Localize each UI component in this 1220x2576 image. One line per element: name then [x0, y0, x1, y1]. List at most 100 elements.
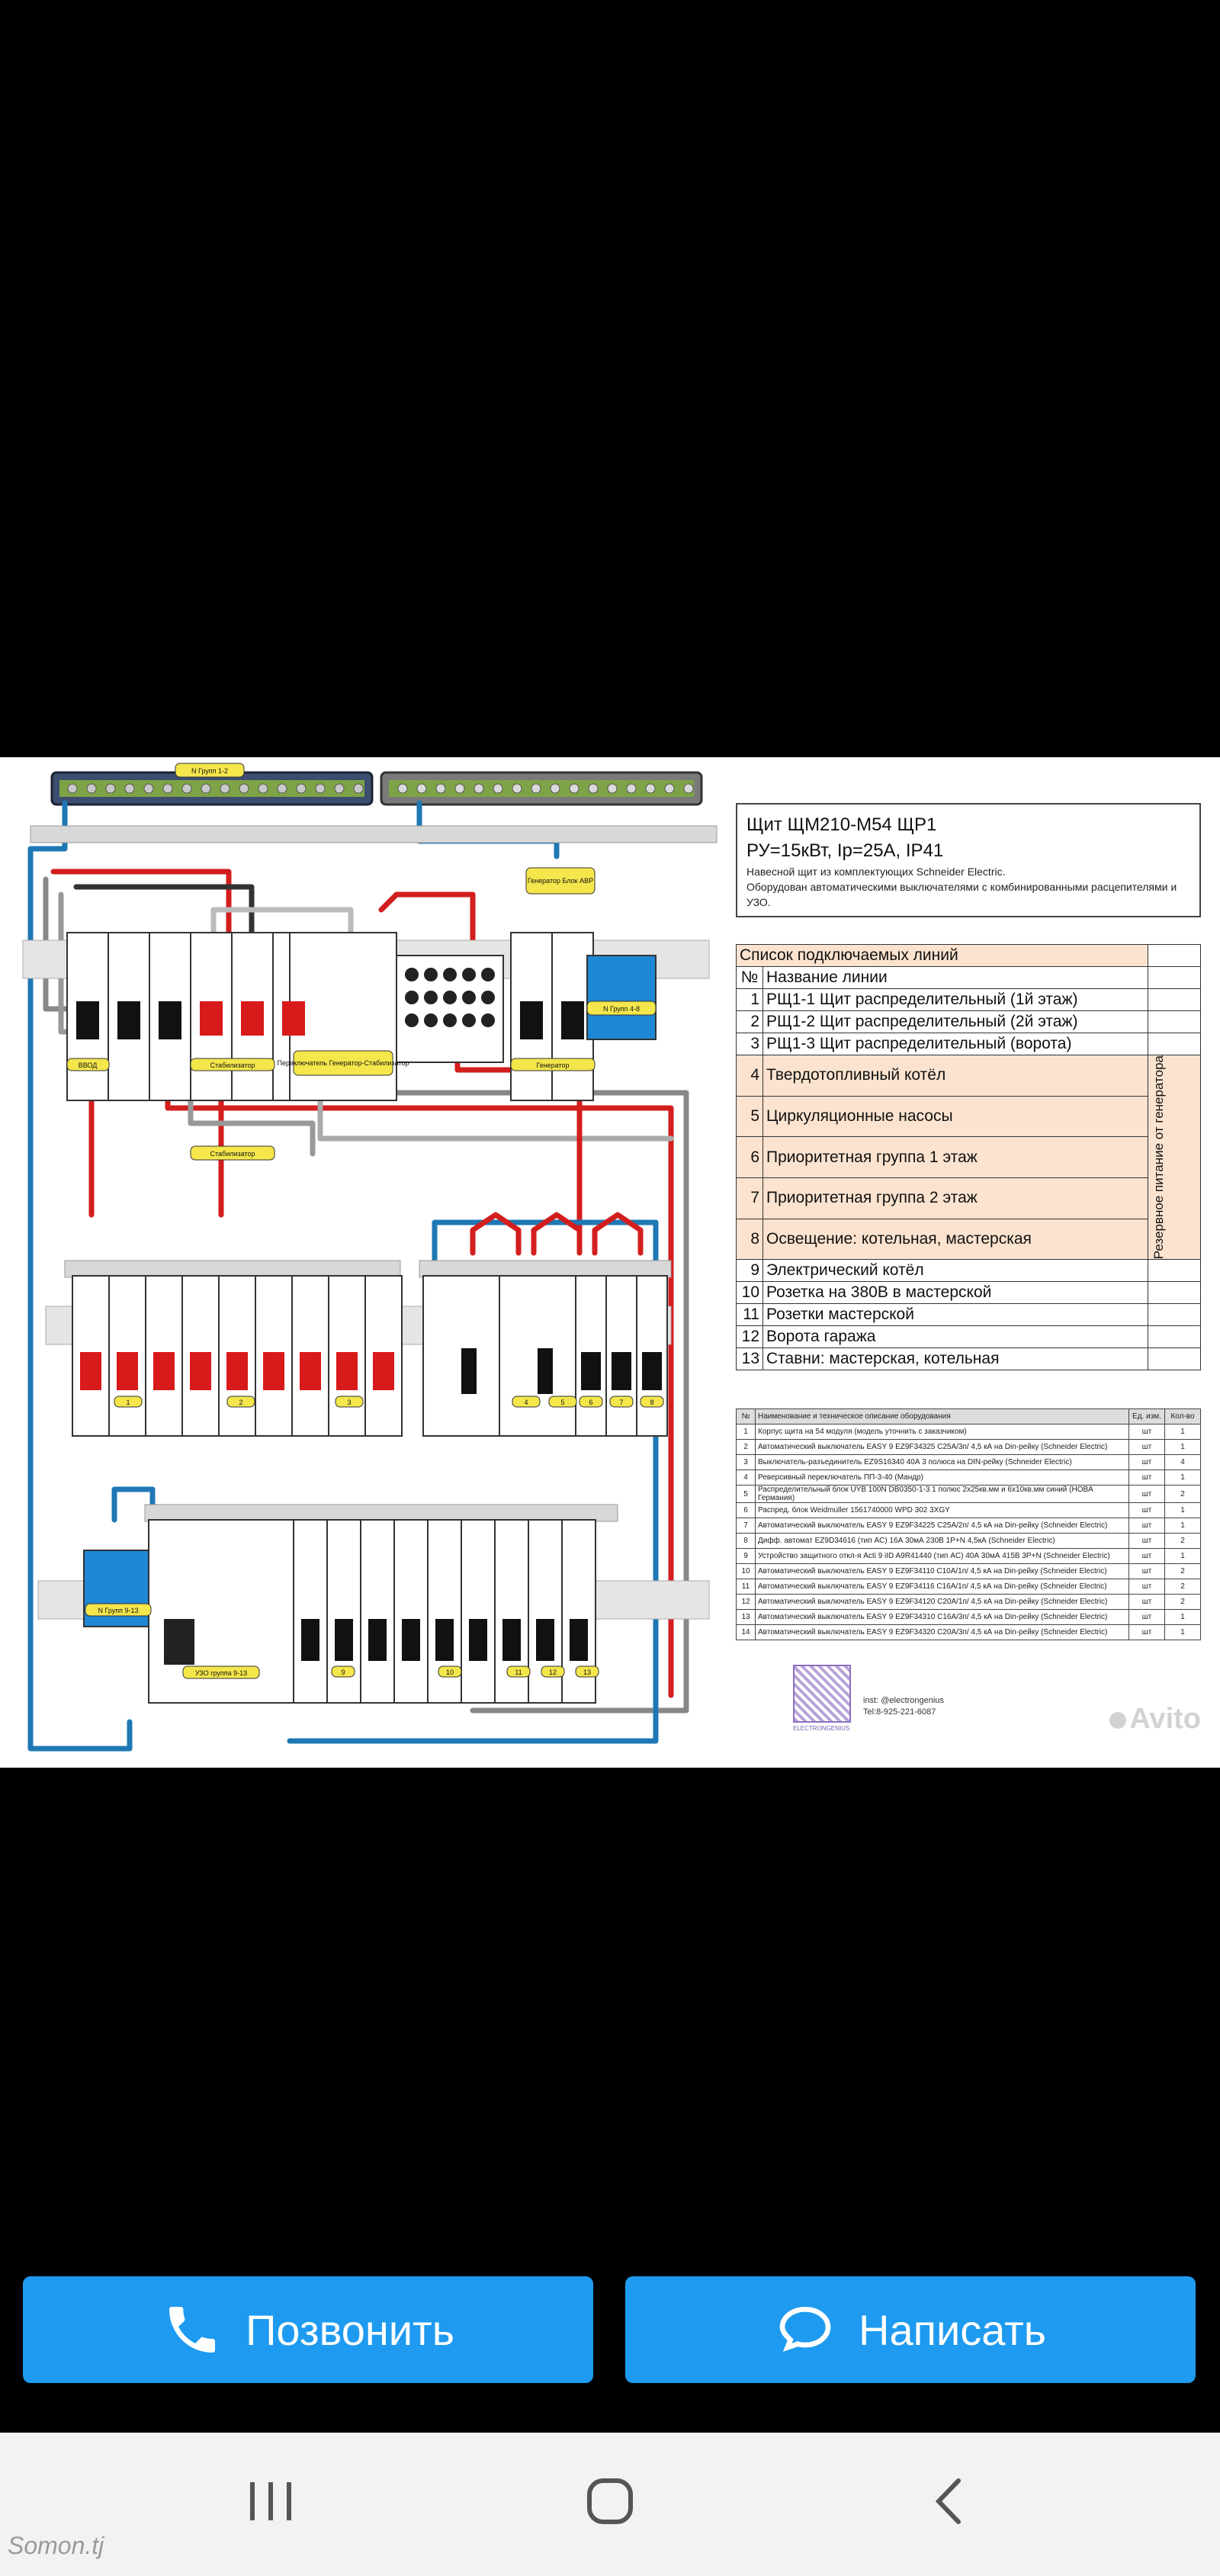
equip-qty: 1 [1164, 1439, 1201, 1456]
line-number: 7 [736, 1177, 763, 1219]
write-button[interactable]: Написать [625, 2276, 1196, 2383]
title-box: Щит ЩМ210-М54 ЩР1 РУ=15кВт, Iр=25А, IP41… [736, 803, 1201, 917]
equip-qty: 1 [1164, 1469, 1201, 1486]
info-panel: Щит ЩМ210-М54 ЩР1 РУ=15кВт, Iр=25А, IP41… [736, 803, 1201, 1641]
equip-name: Корпус щита на 54 модуля (модель уточнит… [755, 1424, 1129, 1441]
equip-col-num: № [736, 1408, 756, 1425]
system-nav-bar [0, 2433, 1220, 2576]
panel-title: Щит ЩМ210-М54 ЩР1 [746, 814, 937, 835]
row2-num-2: 2 [239, 1399, 242, 1406]
label-vvod: ВВОД [79, 1062, 98, 1069]
call-button-label: Позвонить [246, 2305, 454, 2354]
equip-name: Реверсивный переключатель ПП-3-40 (Мандр… [755, 1469, 1129, 1486]
recent-apps-button[interactable] [236, 2467, 305, 2536]
breaker-row-1: ВВОД Стабилизатор Переключатель Генерато… [22, 825, 718, 1161]
equip-unit: шт [1128, 1563, 1165, 1580]
line-number: 13 [736, 1347, 763, 1371]
chat-icon [779, 2306, 831, 2352]
panel-desc-2: Оборудован автоматическими выключателями… [746, 881, 1177, 908]
line-name: Циркуляционные насосы [762, 1095, 1148, 1138]
write-button-label: Написать [859, 2305, 1046, 2354]
panel-desc-1: Навесной щит из комплектующих Schneider … [746, 866, 1006, 878]
line-number: 2 [736, 1010, 763, 1033]
equip-unit: шт [1128, 1502, 1165, 1519]
home-button[interactable] [576, 2467, 644, 2536]
contact-inst: inst: @electrongenius [863, 1696, 944, 1705]
equip-qty: 1 [1164, 1624, 1201, 1641]
equip-unit: шт [1128, 1469, 1165, 1486]
equip-name: Автоматический выключатель EASY 9 EZ9F34… [755, 1579, 1129, 1595]
busbar-label: N Групп 1-2 [191, 767, 228, 775]
label-stabilizer-1: Стабилизатор [210, 1062, 255, 1069]
equip-col-name: Наименование и техническое описание обор… [755, 1408, 1129, 1425]
qr-caption: ELECTRONGENIUS [793, 1725, 850, 1732]
line-number: 11 [736, 1303, 763, 1327]
equip-name: Автоматический выключатель EASY 9 EZ9F34… [755, 1563, 1129, 1580]
equip-name: Автоматический выключатель EASY 9 EZ9F34… [755, 1518, 1129, 1534]
line-name: Розетка на 380В в мастерской [762, 1281, 1148, 1305]
gen-note: Резервное питание от генератора [1151, 1055, 1166, 1260]
line-name: Приоритетная группа 1 этаж [762, 1136, 1148, 1178]
equip-unit: шт [1128, 1454, 1165, 1471]
line-number: 1 [736, 988, 763, 1011]
line-number: 10 [736, 1281, 763, 1305]
label-stabilizer-2: Стабилизатор [210, 1150, 255, 1158]
equip-qty: 2 [1164, 1533, 1201, 1550]
line-number: 4 [736, 1055, 763, 1097]
watermark-logo-icon [1109, 1711, 1127, 1729]
row2-num-6: 6 [589, 1399, 592, 1406]
equip-unit: шт [1128, 1424, 1165, 1441]
equip-qty: 2 [1164, 1594, 1201, 1611]
label-gen-block: Генератор Блок АВР [528, 877, 593, 885]
equip-qty: 1 [1164, 1548, 1201, 1565]
line-name: Твердотопливный котёл [762, 1055, 1148, 1097]
row2-num-4: 4 [524, 1399, 528, 1406]
equip-unit: шт [1128, 1439, 1165, 1456]
line-number: 5 [736, 1095, 763, 1138]
wiring-diagram: N Групп 1-2 [22, 763, 718, 1752]
listing-photo[interactable]: N Групп 1-2 [0, 757, 1220, 1768]
lines-col-num: № [736, 966, 763, 989]
row2-num-8: 8 [650, 1399, 653, 1406]
equip-number: 7 [736, 1518, 756, 1534]
back-button[interactable] [915, 2467, 984, 2536]
equip-unit: шт [1128, 1548, 1165, 1565]
equip-number: 11 [736, 1579, 756, 1595]
equip-unit: шт [1128, 1624, 1165, 1641]
label-n-group-48: N Групп 4-8 [603, 1005, 640, 1013]
line-name: РЩ1-2 Щит распределительный (2й этаж) [762, 1010, 1148, 1033]
label-uzo-group: УЗО группа 9-13 [195, 1669, 247, 1677]
equip-unit: шт [1128, 1594, 1165, 1611]
line-name: Ворота гаража [762, 1325, 1148, 1349]
line-name: РЩ1-3 Щит распределительный (ворота) [762, 1033, 1148, 1055]
back-icon [935, 2478, 961, 2524]
equip-number: 13 [736, 1609, 756, 1626]
equip-qty: 2 [1164, 1485, 1201, 1504]
brand-watermark: Somon.tj [8, 2532, 104, 2559]
equip-unit: шт [1128, 1485, 1165, 1504]
label-n-group-913: N Групп 9-13 [98, 1607, 138, 1614]
equip-number: 8 [736, 1533, 756, 1550]
equip-number: 9 [736, 1548, 756, 1565]
qr-block: ELECTRONGENIUS [793, 1665, 851, 1732]
row2-num-3: 3 [347, 1399, 351, 1406]
qr-code [793, 1665, 851, 1723]
call-button[interactable]: Позвонить [23, 2276, 593, 2383]
row3-num-13: 13 [583, 1669, 591, 1676]
